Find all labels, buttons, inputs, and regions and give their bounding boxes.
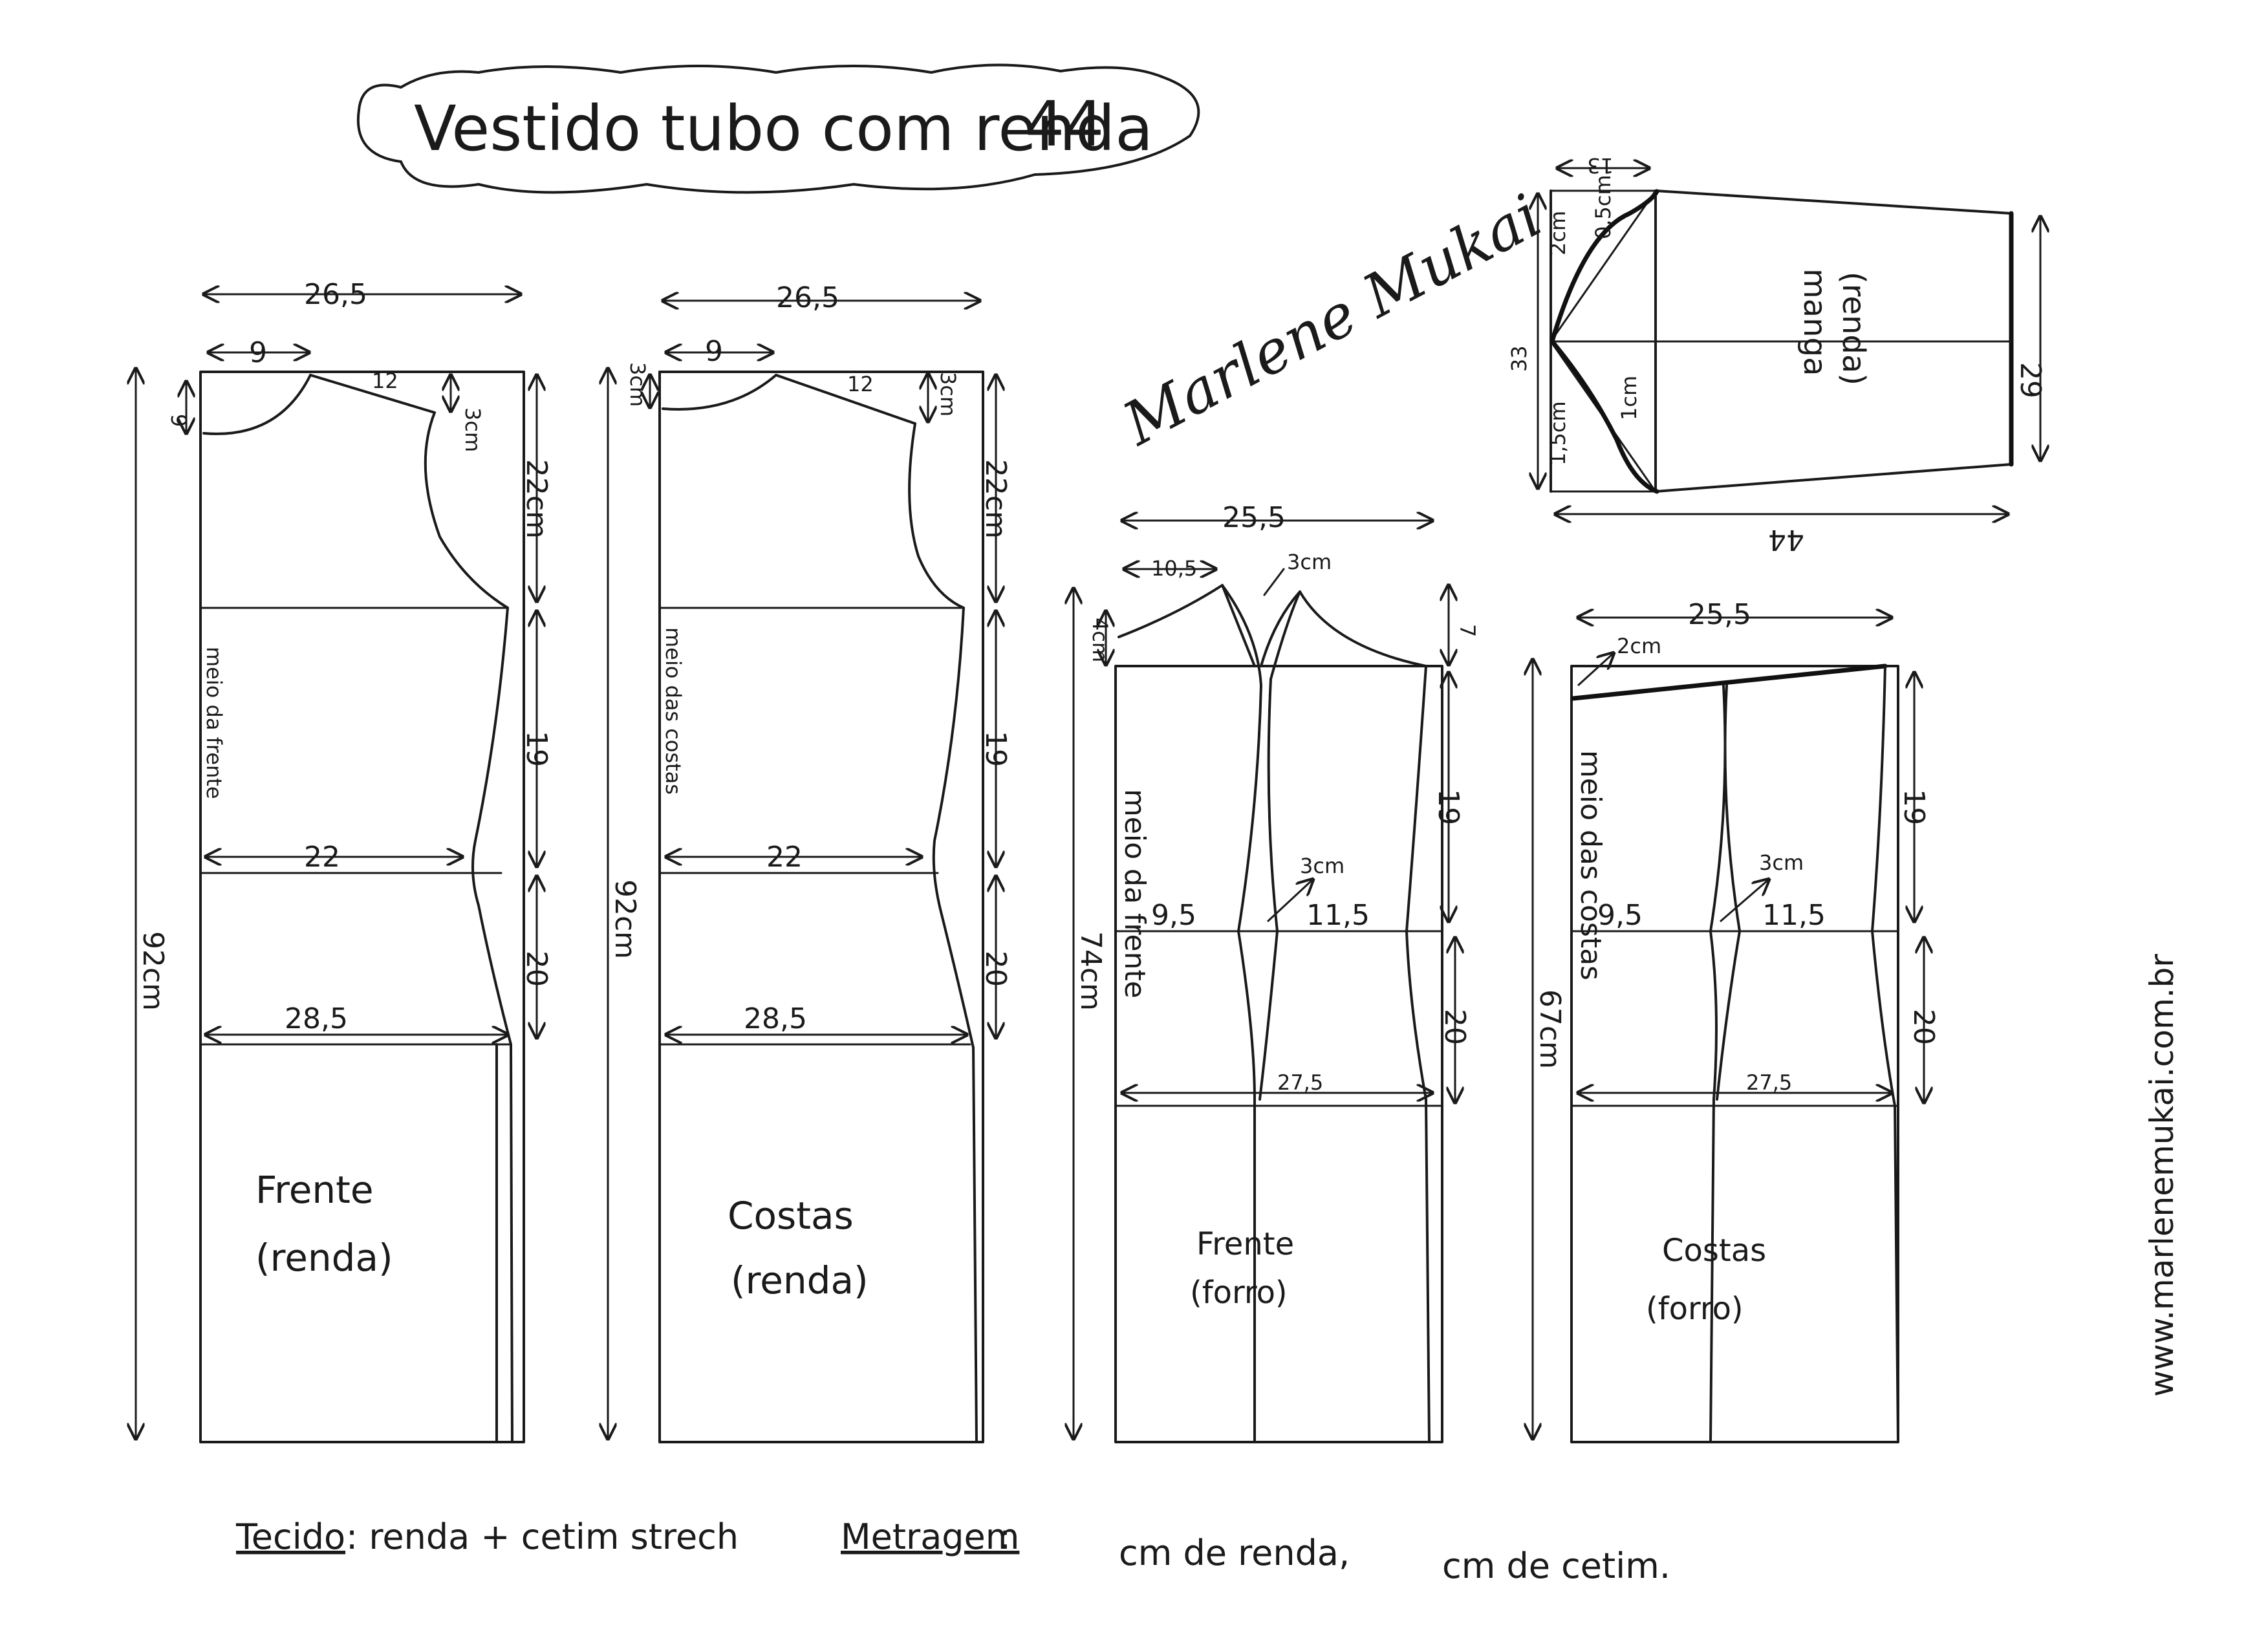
front-lace-center-label: meio da frente xyxy=(202,647,226,799)
back-lace-waist-height: 19 xyxy=(979,731,1012,767)
back-lace-neck-width: 9 xyxy=(705,335,723,368)
piece-back-lining: 25,5 2cm 67cm meio das costas 3cm 9,5 11… xyxy=(1533,598,1940,1443)
signature: Marlene Mukai xyxy=(1111,181,1552,459)
back-lace-center-label: meio das costas xyxy=(661,627,686,795)
back-lining-waist-left: 9,5 xyxy=(1597,899,1643,932)
front-lining-side-height: 4cm xyxy=(1088,618,1112,662)
back-lining-hip-width: 27,5 xyxy=(1746,1070,1792,1095)
sleeve-cap-c: 1cm xyxy=(1617,376,1641,420)
footer-notes: Tecido : renda + cetim strech Metragem :… xyxy=(235,1516,1670,1586)
front-lace-neck-depth: 9 xyxy=(166,414,191,427)
fabric-label: Tecido xyxy=(235,1516,345,1557)
lace-amount: cm de renda, xyxy=(1119,1533,1350,1573)
size-number: 44 xyxy=(1025,88,1104,160)
back-lining-center-label: meio das costas xyxy=(1574,750,1607,980)
back-lace-length: 92cm xyxy=(609,879,642,959)
front-lining-top-seg: 10,5 xyxy=(1151,556,1197,581)
front-lace-shoulder: 12 xyxy=(372,369,398,393)
back-lace-shoulder: 12 xyxy=(847,372,874,396)
front-lace-hip-width: 28,5 xyxy=(285,1002,348,1035)
front-lining-hip-width: 27,5 xyxy=(1277,1070,1323,1095)
back-lace-sub: (renda) xyxy=(731,1258,869,1302)
sleeve-cap-a: 2cm xyxy=(1546,211,1570,255)
front-lace-sub: (renda) xyxy=(255,1236,393,1280)
sleeve-sub: (renda) xyxy=(1835,272,1872,385)
back-lace-name: Costas xyxy=(728,1194,854,1238)
back-lining-sub: (forro) xyxy=(1646,1291,1744,1327)
back-lace-hip-width: 28,5 xyxy=(744,1002,807,1035)
back-lace-shoulder-drop: 3cm xyxy=(936,372,960,416)
front-lace-waist-height: 19 xyxy=(520,731,553,767)
sleeve-height: 33 xyxy=(1507,345,1531,372)
front-lace-armhole: 22cm xyxy=(520,459,553,539)
back-lining-dart-width: 3cm xyxy=(1759,850,1804,875)
title-banner: Vestido tubo com renda 44 xyxy=(356,63,1200,194)
sleeve-cap-d: 1,5cm xyxy=(1546,401,1570,466)
front-lining-length: 74cm xyxy=(1074,931,1107,1011)
front-lace-hip-height: 20 xyxy=(520,951,553,987)
front-lining-dart-top: 3cm xyxy=(1287,550,1332,574)
back-lace-neck-depth: 3cm xyxy=(625,362,650,407)
front-lining-top-width: 25,5 xyxy=(1222,501,1286,534)
back-lace-top-width: 26,5 xyxy=(776,281,839,314)
front-lining-right-height: 7 xyxy=(1455,624,1480,637)
piece-back-lace: 26,5 9 3cm 12 3cm 22cm 92cm meio das cos… xyxy=(608,281,1012,1443)
piece-front-lace: 26,5 9 9 12 3cm 22cm 92cm meio da frente… xyxy=(136,278,553,1443)
back-lace-hip-height: 20 xyxy=(979,951,1012,987)
website-url: www.marlenemukai.com.br xyxy=(2143,954,2181,1397)
front-lining-hip-height: 20 xyxy=(1438,1009,1471,1045)
yardage-label: Metragem xyxy=(841,1516,1019,1557)
page-title: Vestido tubo com renda xyxy=(414,92,1153,165)
back-lace-waist-width: 22 xyxy=(766,841,803,874)
back-lining-length: 67cm xyxy=(1533,989,1566,1069)
front-lining-center-label: meio da frente xyxy=(1118,789,1151,998)
sleeve-width: 44 xyxy=(1768,523,1804,556)
front-lining-sub: (forro) xyxy=(1190,1275,1288,1311)
front-lining-waist-height: 19 xyxy=(1432,789,1465,825)
piece-sleeve: 13 33 44 29 2cm 0,5cm 1cm 1,5cm manga (r… xyxy=(1507,153,2047,556)
sleeve-name: manga xyxy=(1797,268,1833,376)
front-lining-name: Frente xyxy=(1196,1226,1294,1262)
front-lining-dart-width: 3cm xyxy=(1300,854,1345,878)
front-lace-top-width: 26,5 xyxy=(304,278,367,311)
sleeve-cap-b: 0,5cm xyxy=(1591,175,1615,239)
front-lining-waist-right: 11,5 xyxy=(1306,899,1370,932)
back-lining-top-width: 25,5 xyxy=(1688,598,1751,631)
yardage-colon: : xyxy=(999,1516,1011,1557)
back-lace-armhole: 22cm xyxy=(979,459,1012,539)
front-lace-name: Frente xyxy=(255,1168,374,1212)
back-lining-hip-height: 20 xyxy=(1907,1009,1940,1045)
front-lace-neck-width: 9 xyxy=(249,336,267,369)
front-lace-length: 92cm xyxy=(136,931,169,1011)
front-lace-waist-width: 22 xyxy=(304,841,340,874)
back-lining-name: Costas xyxy=(1662,1233,1766,1269)
front-lining-waist-left: 9,5 xyxy=(1151,899,1196,932)
sleeve-right-height: 29 xyxy=(2014,362,2047,398)
satin-amount: cm de cetim. xyxy=(1442,1546,1670,1586)
piece-front-lining: 25,5 10,5 3cm 4cm 7 74cm meio da frente … xyxy=(1074,501,1480,1443)
front-lace-shoulder-drop: 3cm xyxy=(460,407,485,452)
fabric-value: : renda + cetim strech xyxy=(346,1516,739,1557)
back-lining-top-drop: 2cm xyxy=(1617,634,1661,658)
sleeve-cap-width: 13 xyxy=(1587,153,1614,178)
back-lining-waist-height: 19 xyxy=(1897,789,1930,825)
back-lining-waist-right: 11,5 xyxy=(1762,899,1826,932)
